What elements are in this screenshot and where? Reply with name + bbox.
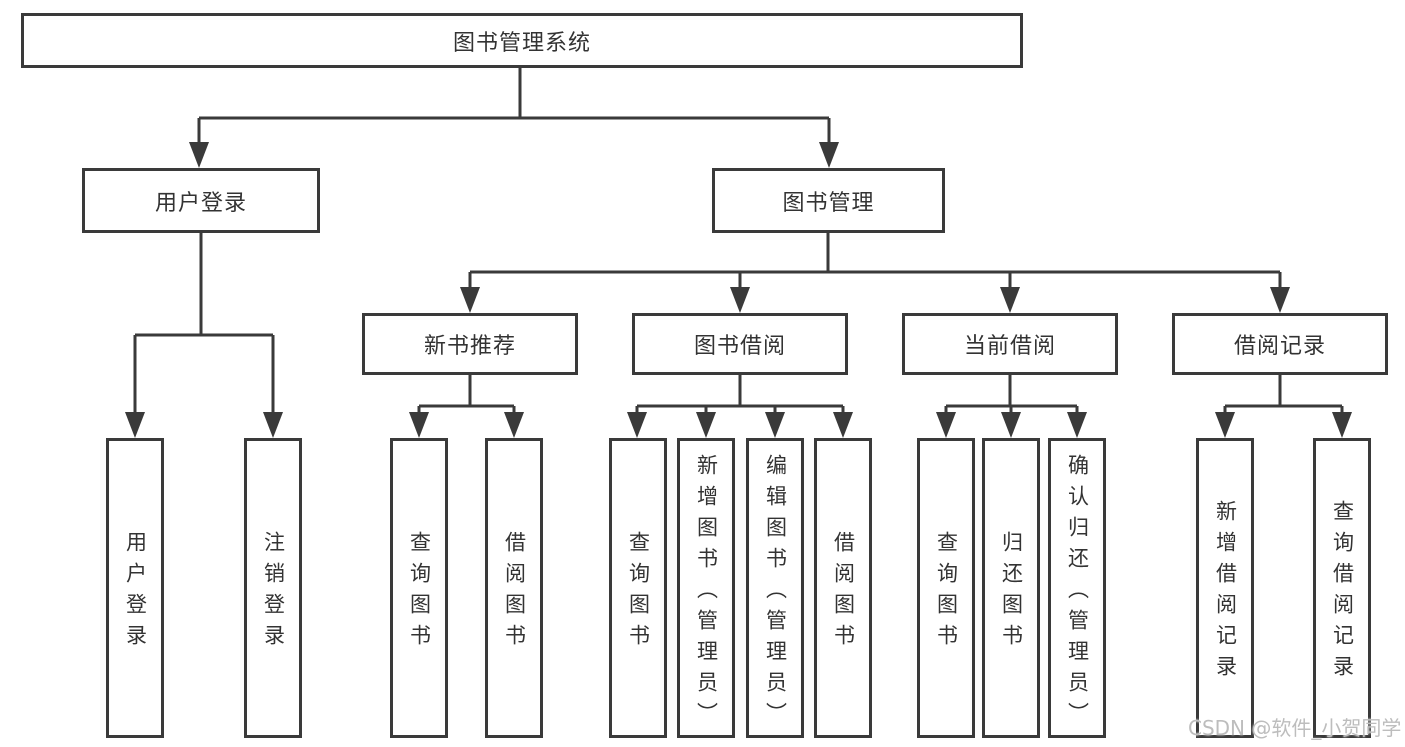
node-edit-books-admin-label: 编辑图书（管理员） xyxy=(763,453,788,733)
node-book-borrowing: 图书借阅 xyxy=(632,313,848,375)
node-current-query-books: 查询图书 xyxy=(917,438,975,738)
arrow-down-icon xyxy=(1067,412,1087,438)
node-confirm-return-admin: 确认归还（管理员） xyxy=(1048,438,1106,738)
node-current-query-books-label: 查询图书 xyxy=(934,531,959,655)
node-add-books-admin-label: 新增图书（管理员） xyxy=(694,453,719,733)
arrow-down-icon xyxy=(730,287,750,313)
csdn-watermark: CSDN @软件_小贺同学 xyxy=(1188,716,1402,740)
arrow-down-icon xyxy=(1000,287,1020,313)
node-book-management: 图书管理 xyxy=(712,168,945,233)
arrow-down-icon xyxy=(696,412,716,438)
node-add-borrow-record-label: 新增借阅记录 xyxy=(1213,500,1238,686)
node-newrec-borrow-books: 借阅图书 xyxy=(485,438,543,738)
arrow-down-icon xyxy=(1215,412,1235,438)
arrow-down-icon xyxy=(504,412,524,438)
arrow-down-icon xyxy=(460,287,480,313)
connector-newbook-children xyxy=(417,375,516,418)
node-newrec-query-books: 查询图书 xyxy=(390,438,448,738)
node-query-borrow-record-label: 查询借阅记录 xyxy=(1330,500,1355,686)
node-user-login: 用户登录 xyxy=(82,168,320,233)
node-leaf-logout-label: 注销登录 xyxy=(261,531,286,655)
node-borrowing-records: 借阅记录 xyxy=(1172,313,1388,375)
arrow-down-icon xyxy=(189,142,209,168)
connector-borrowing-children xyxy=(635,375,845,418)
node-return-books: 归还图书 xyxy=(982,438,1040,738)
connector-book-mgmt-children xyxy=(468,233,1282,293)
arrow-down-icon xyxy=(627,412,647,438)
node-borrow-query-books: 查询图书 xyxy=(609,438,667,738)
node-return-books-label: 归还图书 xyxy=(999,531,1024,655)
node-leaf-logout: 注销登录 xyxy=(244,438,302,738)
arrow-down-icon xyxy=(409,412,429,438)
arrow-down-icon xyxy=(1332,412,1352,438)
node-edit-books-admin: 编辑图书（管理员） xyxy=(746,438,804,738)
node-borrow-borrow-books: 借阅图书 xyxy=(814,438,872,738)
connector-records-children xyxy=(1223,375,1344,418)
arrow-down-icon xyxy=(936,412,956,438)
node-add-books-admin: 新增图书（管理员） xyxy=(677,438,735,738)
node-add-borrow-record: 新增借阅记录 xyxy=(1196,438,1254,738)
node-new-book-recommendation: 新书推荐 xyxy=(362,313,578,375)
node-query-borrow-record: 查询借阅记录 xyxy=(1313,438,1371,738)
node-newrec-borrow-books-label: 借阅图书 xyxy=(502,531,527,655)
arrow-down-icon xyxy=(1001,412,1021,438)
connector-current-children xyxy=(944,375,1079,418)
arrow-down-icon xyxy=(125,412,145,438)
connector-user-login-children xyxy=(133,233,275,418)
node-borrow-query-books-label: 查询图书 xyxy=(626,531,651,655)
node-newrec-query-books-label: 查询图书 xyxy=(407,531,432,655)
node-leaf-user-login-label: 用户登录 xyxy=(123,531,148,655)
connector-root-to-level2 xyxy=(197,68,831,148)
node-current-borrowing: 当前借阅 xyxy=(902,313,1118,375)
arrow-down-icon xyxy=(765,412,785,438)
arrow-down-icon xyxy=(263,412,283,438)
node-confirm-return-admin-label: 确认归还（管理员） xyxy=(1065,453,1090,733)
node-leaf-user-login: 用户登录 xyxy=(106,438,164,738)
arrow-down-icon xyxy=(819,142,839,168)
node-book-management-system: 图书管理系统 xyxy=(21,13,1023,68)
arrow-down-icon xyxy=(1270,287,1290,313)
node-borrow-borrow-books-label: 借阅图书 xyxy=(831,531,856,655)
arrow-down-icon xyxy=(833,412,853,438)
